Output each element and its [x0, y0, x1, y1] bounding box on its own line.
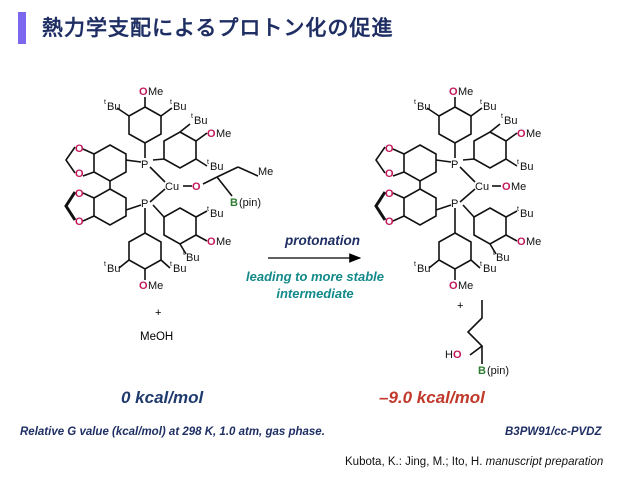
svg-text:t: t [414, 99, 416, 106]
svg-text:t: t [104, 261, 106, 268]
svg-text:Me: Me [216, 128, 231, 140]
methanol-label: MeOH [140, 331, 174, 343]
plus-right: + [457, 300, 464, 312]
svg-text:Bu: Bu [173, 263, 186, 275]
svg-text:t: t [170, 261, 172, 268]
energy-right: –9.0 kcal/mol [379, 388, 485, 407]
svg-text:P: P [451, 159, 458, 171]
svg-text:t: t [207, 159, 209, 166]
svg-text:Bu: Bu [496, 252, 509, 264]
svg-text:t: t [170, 99, 172, 106]
arrow-label-stabilization: leading to more stable intermediate [246, 269, 384, 301]
svg-text:t: t [104, 99, 106, 106]
svg-text:t: t [517, 206, 519, 213]
svg-text:Bu: Bu [107, 101, 120, 113]
svg-text:O: O [385, 143, 394, 155]
svg-text:t: t [480, 99, 482, 106]
plus-left: + [155, 307, 162, 319]
svg-text:O: O [75, 188, 84, 200]
svg-text:Me: Me [511, 181, 526, 193]
svg-text:O: O [449, 86, 458, 98]
svg-text:Me: Me [258, 166, 273, 178]
svg-text:Bu: Bu [483, 263, 496, 275]
svg-text:O: O [385, 168, 394, 180]
svg-text:Cu: Cu [165, 181, 179, 193]
svg-text:B: B [478, 365, 486, 377]
svg-text:t: t [191, 113, 193, 120]
svg-text:P: P [141, 159, 148, 171]
conditions-note: Relative G value (kcal/mol) at 298 K, 1.… [20, 426, 325, 438]
arrow-label-protonation: protonation [285, 233, 360, 248]
svg-text:(pin): (pin) [487, 365, 509, 377]
svg-text:Me: Me [526, 128, 541, 140]
title-accent-bar [18, 12, 26, 44]
svg-text:Bu: Bu [186, 252, 199, 264]
svg-text:Bu: Bu [520, 208, 533, 220]
right-ligand-structure [374, 97, 518, 280]
svg-text:Me: Me [148, 280, 163, 292]
product-ho: HO [445, 349, 462, 361]
svg-text:t: t [517, 159, 519, 166]
svg-text:O: O [502, 181, 511, 193]
svg-text:Bu: Bu [210, 161, 223, 173]
svg-text:Bu: Bu [107, 263, 120, 275]
credit-source: manuscript preparation [485, 456, 604, 468]
svg-text:t: t [207, 206, 209, 213]
credit-authors: Kubota, K.: Jing, M.; Ito, H. [345, 456, 483, 468]
svg-text:Bu: Bu [210, 208, 223, 220]
svg-text:B: B [230, 197, 238, 209]
svg-text:O: O [75, 168, 84, 180]
svg-text:t: t [414, 261, 416, 268]
svg-text:Me: Me [526, 236, 541, 248]
svg-text:O: O [517, 236, 526, 248]
svg-text:O: O [517, 128, 526, 140]
page-title: 熱力学支配によるプロトン化の促進 [42, 16, 394, 40]
svg-text:Me: Me [458, 280, 473, 292]
svg-text:Bu: Bu [417, 263, 430, 275]
svg-text:Me: Me [148, 86, 163, 98]
svg-text:Bu: Bu [483, 101, 496, 113]
product-structure [466, 300, 484, 364]
svg-text:O: O [207, 128, 216, 140]
svg-text:P: P [451, 198, 458, 210]
svg-text:P: P [141, 198, 148, 210]
svg-text:Me: Me [216, 236, 231, 248]
svg-text:t: t [501, 113, 503, 120]
svg-text:Bu: Bu [504, 115, 517, 127]
svg-text:Bu: Bu [417, 101, 430, 113]
method-note: B3PW91/cc-PVDZ [505, 426, 602, 438]
left-ligand-structure [64, 97, 259, 280]
svg-text:Bu: Bu [194, 115, 207, 127]
svg-text:Cu: Cu [475, 181, 489, 193]
energy-left: 0 kcal/mol [121, 388, 204, 407]
svg-text:Bu: Bu [173, 101, 186, 113]
svg-text:O: O [139, 86, 148, 98]
svg-text:Bu: Bu [520, 161, 533, 173]
svg-text:O: O [192, 181, 201, 193]
svg-text:Me: Me [458, 86, 473, 98]
svg-text:O: O [385, 216, 394, 228]
svg-text:(pin): (pin) [239, 197, 261, 209]
svg-text:t: t [493, 250, 495, 257]
svg-text:O: O [385, 188, 394, 200]
svg-text:O: O [75, 143, 84, 155]
svg-text:O: O [139, 280, 148, 292]
svg-text:t: t [480, 261, 482, 268]
svg-text:O: O [449, 280, 458, 292]
svg-text:O: O [207, 236, 216, 248]
credit: Kubota, K.: Jing, M.; Ito, H. manuscript… [345, 456, 603, 468]
svg-text:O: O [75, 216, 84, 228]
svg-text:t: t [183, 250, 185, 257]
